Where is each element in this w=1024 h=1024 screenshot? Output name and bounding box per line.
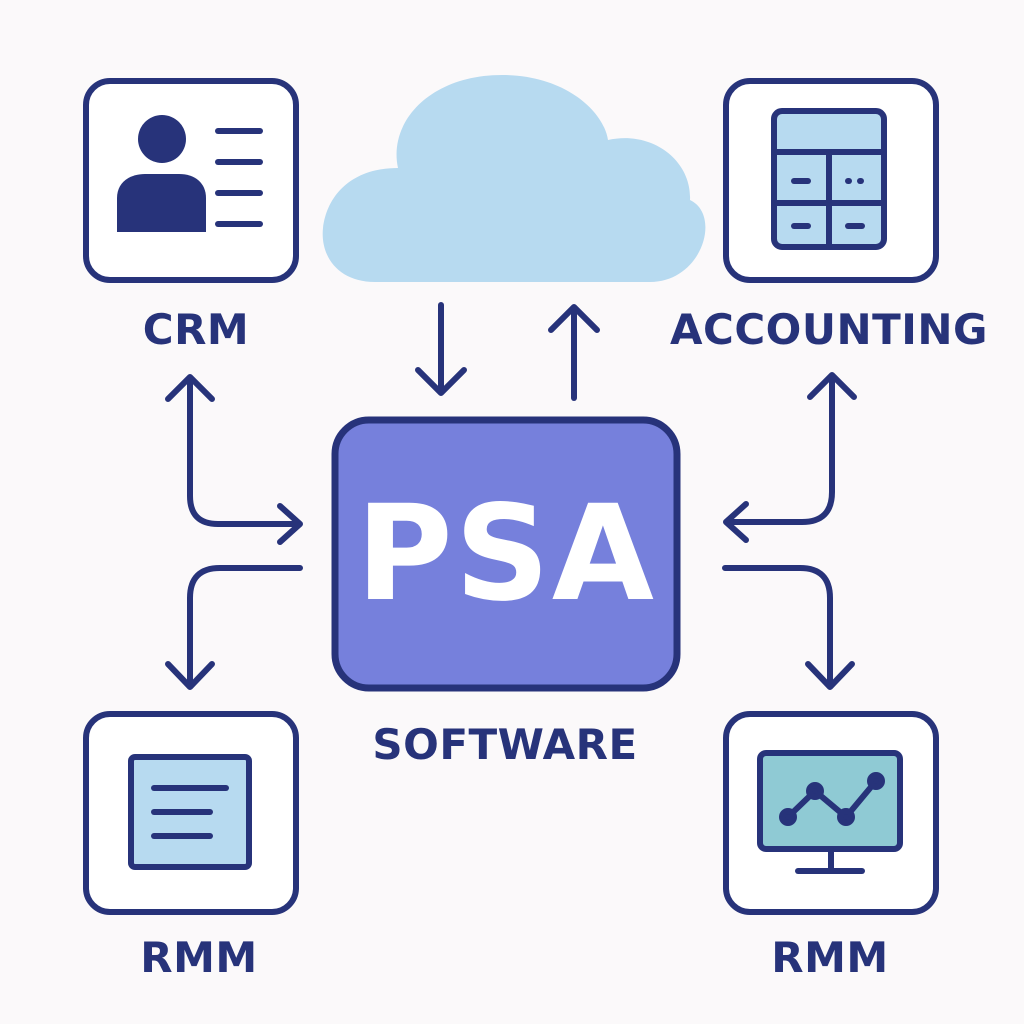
- accounting-label: ACCOUNTING: [669, 305, 989, 354]
- crm-box[interactable]: [83, 78, 299, 283]
- monitor-chart-icon: [757, 750, 903, 874]
- arrow-psa-to-cloud: [548, 304, 600, 401]
- calculator-icon: [771, 108, 887, 250]
- rmm-left-box[interactable]: [83, 711, 299, 915]
- contact-card-icon: [117, 115, 263, 232]
- software-label: SOFTWARE: [372, 720, 638, 769]
- arrow-psa-to-rmm-right: [722, 565, 855, 690]
- psa-box[interactable]: [331, 416, 681, 692]
- document-icon: [128, 754, 252, 870]
- rmm-right-box[interactable]: [723, 711, 939, 915]
- accounting-box[interactable]: [723, 78, 939, 283]
- crm-label: CRM: [142, 305, 250, 354]
- cloud-icon: [322, 75, 706, 282]
- arrow-crm-psa: [165, 374, 303, 545]
- arrow-cloud-to-psa: [415, 302, 467, 396]
- rmm-left-label: RMM: [140, 933, 258, 982]
- psa-title: PSA: [356, 477, 656, 631]
- arrow-accounting-psa: [723, 372, 857, 543]
- rmm-right-label: RMM: [771, 933, 889, 982]
- arrow-psa-to-rmm-left: [165, 565, 303, 690]
